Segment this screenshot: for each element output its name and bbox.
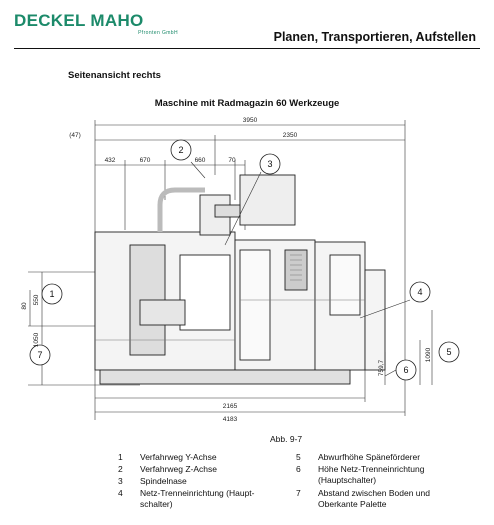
- electrical-cabinet-door: [329, 254, 361, 316]
- dim-1050: 1050: [33, 332, 40, 347]
- machine-base: [99, 369, 351, 385]
- dim-3950: 3950: [243, 117, 258, 124]
- dim-1090: 1090: [425, 347, 432, 362]
- legend-text: Abstand zwischen Boden und Oberkante Pal…: [318, 488, 430, 509]
- dim-2165: 2165: [223, 403, 238, 410]
- figure-caption: Abb. 9-7: [270, 434, 303, 444]
- legend-number: 6: [296, 464, 301, 474]
- dim-670: 670: [140, 157, 151, 164]
- legend-number: 7: [296, 488, 301, 498]
- legend-text: Spindelnase: [140, 476, 187, 486]
- deckel-maho-logo: DECKEL MAHO Pfronten GmbH: [14, 11, 184, 37]
- work-area-window: [179, 254, 231, 331]
- legend-text: Höhe Netz-Trenneinrichtung (Hauptschalte…: [318, 464, 425, 485]
- legend-text: Verfahrweg Y-Achse: [140, 452, 217, 462]
- legend-left: 1 Verfahrweg Y-Achse 2 Verfahrweg Z-Achs…: [118, 452, 278, 522]
- dim-432: 432: [105, 157, 116, 164]
- callout-circle-5: [438, 341, 460, 363]
- logo-subtitle: Pfronten GmbH: [138, 30, 178, 36]
- legend-item: 6 Höhe Netz-Trenneinrichtung (Hauptschal…: [296, 464, 476, 486]
- callout-circle-2: [170, 139, 192, 161]
- page-header-title: Planen, Transportieren, Aufstellen: [273, 30, 476, 44]
- dim-660: 660: [195, 157, 206, 164]
- dim-550: 550: [33, 294, 40, 305]
- chip-conveyor-housing: [364, 269, 386, 371]
- dim-80: 80: [21, 302, 28, 310]
- cable-duct: [214, 204, 241, 218]
- dim-4183: 4183: [223, 416, 238, 423]
- legend-item: 4 Netz-Trenneinrichtung (Haupt-schalter): [118, 488, 278, 510]
- legend-item: 3 Spindelnase: [118, 476, 278, 487]
- legend-item: 7 Abstand zwischen Boden und Oberkante P…: [296, 488, 476, 510]
- legend-number: 5: [296, 452, 301, 462]
- legend-number: 4: [118, 488, 123, 498]
- legend-number: 1: [118, 452, 123, 462]
- callout-5: 5: [446, 347, 451, 357]
- dim-47: (47): [69, 132, 81, 139]
- legend-item: 2 Verfahrweg Z-Achse: [118, 464, 278, 475]
- tool-magazine: [239, 174, 296, 226]
- dim-759: 759,7: [378, 359, 385, 376]
- side-door: [239, 249, 271, 361]
- callout-4: 4: [417, 287, 422, 297]
- section-title: Seitenansicht rechts: [68, 70, 161, 81]
- callout-3: 3: [267, 159, 272, 169]
- legend-right: 5 Abwurfhöhe Späneförderer 6 Höhe Netz-T…: [296, 452, 476, 522]
- legend-text: Abwurfhöhe Späneförderer: [318, 452, 421, 462]
- legend-number: 3: [118, 476, 123, 486]
- callout-circle-4: [409, 281, 431, 303]
- callout-1: 1: [49, 289, 54, 299]
- legend-text: Verfahrweg Z-Achse: [140, 464, 218, 474]
- callout-6: 6: [403, 365, 408, 375]
- coolant-hose: [157, 187, 205, 232]
- header-divider: [14, 48, 480, 49]
- callout-circle-6: [395, 359, 417, 381]
- callout-circle-3: [259, 153, 281, 175]
- drawing-title: Maschine mit Radmagazin 60 Werkzeuge: [154, 98, 340, 109]
- callout-circle-7: [29, 344, 51, 366]
- callout-7: 7: [37, 350, 42, 360]
- table-pallet: [139, 299, 186, 326]
- dim-2350: 2350: [283, 132, 298, 139]
- legend-item: 1 Verfahrweg Y-Achse: [118, 452, 278, 463]
- legend-item: 5 Abwurfhöhe Späneförderer: [296, 452, 476, 463]
- legend-number: 2: [118, 464, 123, 474]
- dim-70: 70: [228, 157, 236, 164]
- callout-circle-1: [41, 283, 63, 305]
- legend-text: Netz-Trenneinrichtung (Haupt-schalter): [140, 488, 255, 509]
- callout-2: 2: [178, 145, 183, 155]
- logo-wordmark: DECKEL MAHO: [14, 11, 144, 30]
